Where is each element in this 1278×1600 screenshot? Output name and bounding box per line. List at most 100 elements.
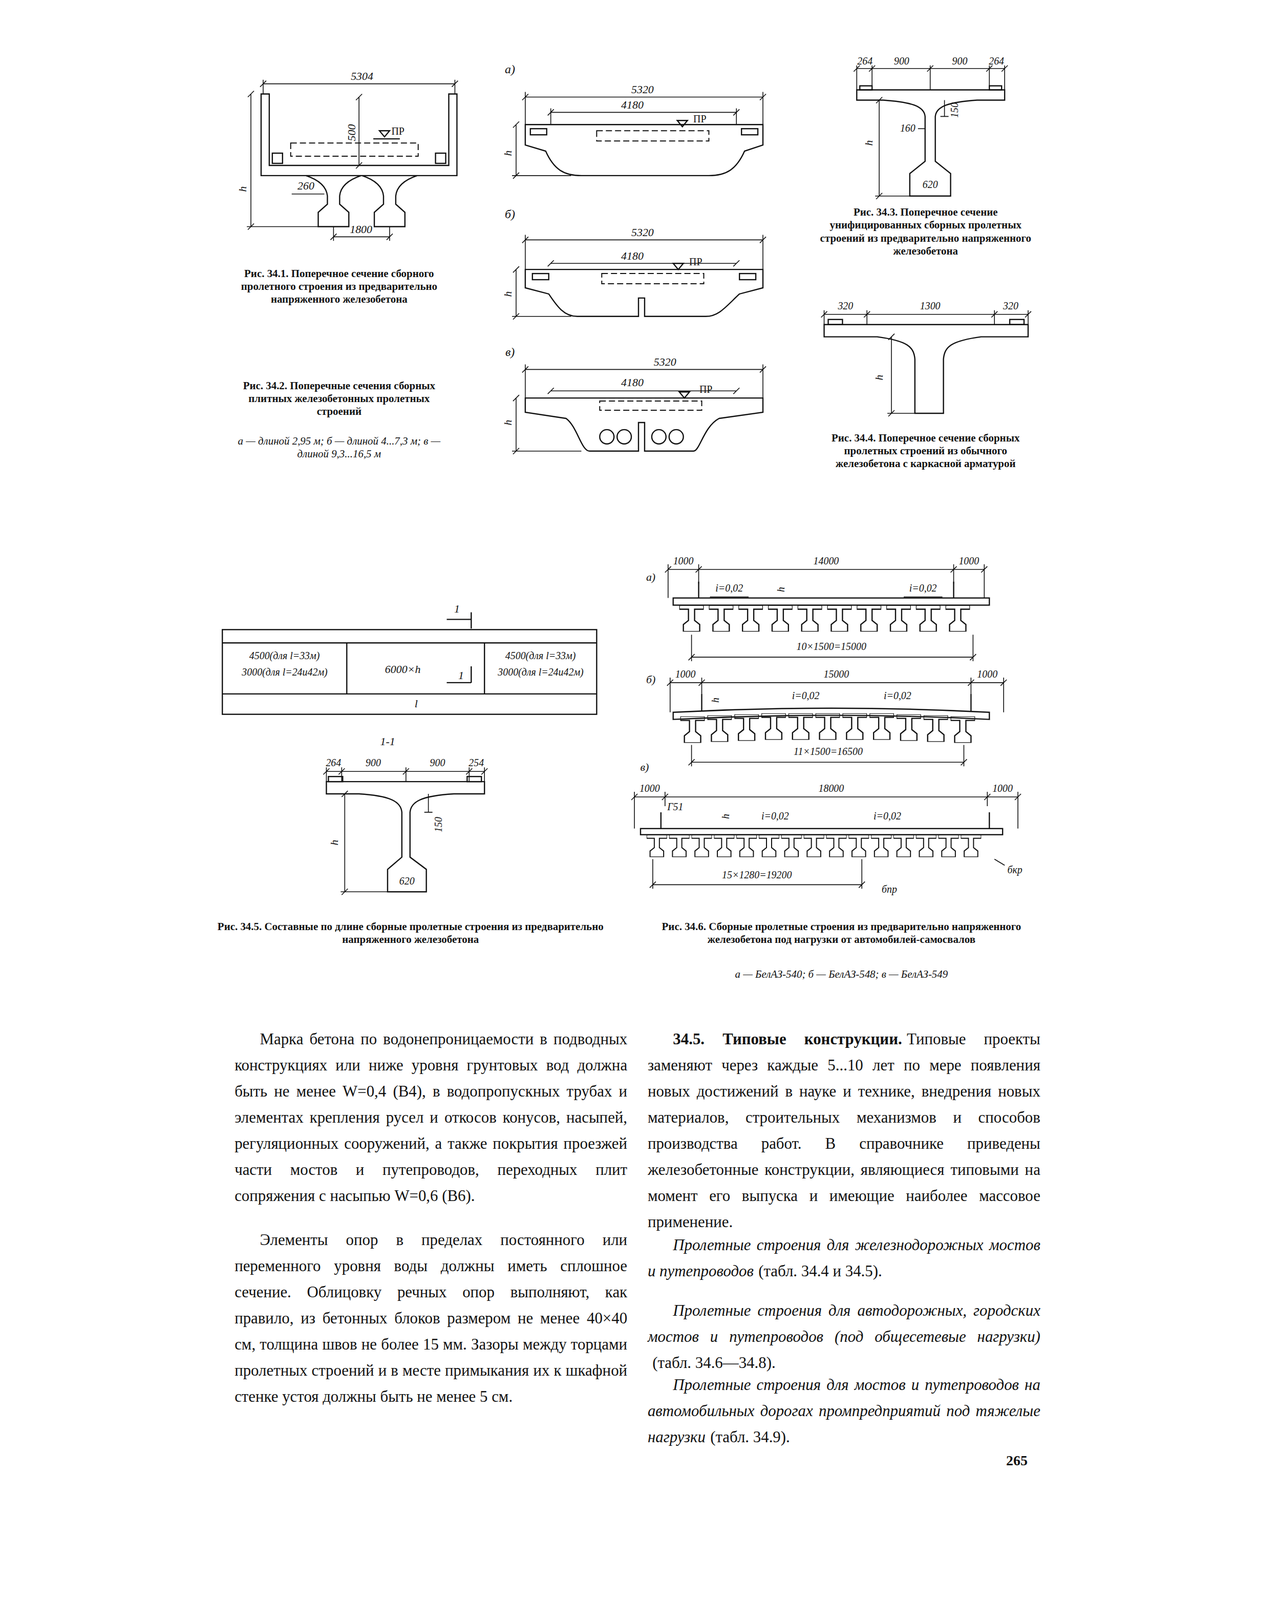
multi-girder-section-drawing-part (768, 605, 793, 632)
figure-caption: а — длиной 2,95 м; б — длиной 4...7,3 м;… (234, 434, 444, 461)
t-beam-section-drawing-part (326, 781, 485, 892)
multi-girder-section-drawing-part (701, 693, 972, 712)
multi-girder-section-drawing-part (679, 605, 705, 632)
dimension-label: 1000 (976, 668, 998, 680)
multi-girder-section-drawing-part (916, 605, 941, 632)
dimension-label: 1000 (673, 555, 694, 567)
dimension-label: 900 (951, 55, 968, 68)
dimension-label: 6000×h (385, 663, 421, 676)
multi-girder-section-drawing-part (713, 834, 735, 857)
slab-section-drawing-part (525, 124, 763, 176)
multi-girder-section-drawing-part (994, 859, 1005, 866)
caption-text: Рис. 34.1. Поперечное сечение сборного п… (241, 267, 438, 306)
multi-girder-section-drawing-part (842, 713, 867, 740)
figure-caption: Рис. 34.1. Поперечное сечение сборного п… (234, 267, 444, 306)
multi-girder-section-drawing-part (734, 714, 759, 741)
dimension-label-vertical: h (862, 139, 876, 146)
slab-section-drawing-part (651, 429, 667, 444)
slab-section-drawing-part (596, 130, 709, 141)
dimension-label: 1000 (958, 555, 979, 567)
multi-girder-section-drawing-part (960, 834, 982, 857)
paragraph-text: (табл. 34.4 и 34.5). (758, 1261, 883, 1280)
t-beam-section-drawing-part (424, 793, 433, 813)
dimension-label: 620 (922, 179, 939, 191)
t-beam-section-drawing-part (828, 319, 843, 325)
slab-section-drawing-part (522, 364, 766, 398)
slab-section-drawing-part (741, 128, 758, 135)
dimension-label-vertical: h (501, 290, 515, 297)
dimension-label: i=0,02 (792, 690, 820, 702)
dimension-label: l (414, 697, 418, 710)
dimension-label-vertical: h (710, 696, 722, 702)
paragraph-text: Элементы опор в пределах постоянного или… (234, 1230, 628, 1405)
paragraph-text: Типовые проекты заменяют через каждые 5.… (647, 1029, 1041, 1231)
t-beam-section-drawing (853, 65, 1008, 200)
paragraph-text: 34.5. Типовые конструкции. (672, 1029, 902, 1048)
t-beam-section-drawing-part (824, 324, 1029, 414)
dimension-label-vertical: h (775, 586, 787, 592)
t-beam-section-drawing-part (989, 86, 1002, 91)
slab-section-drawing-part (547, 108, 740, 125)
caption-text: а — БелАЗ-540; б — БелАЗ-548; в — БелАЗ-… (735, 967, 949, 981)
dimension-label-vertical: 150 (948, 102, 961, 118)
dimension-label: 260 (297, 179, 315, 193)
dimension-label: 18000 (818, 782, 844, 795)
multi-girder-section-drawing-part (896, 714, 922, 741)
multi-girder-section-drawing-part (797, 605, 823, 632)
dimension-label-vertical: h (501, 150, 515, 156)
paragraph-text: (табл. 34.6—34.8). (652, 1353, 776, 1372)
dimension-label: 1 (458, 669, 464, 682)
slab-section-drawing-part (522, 92, 766, 125)
elevation-drawing (222, 611, 597, 714)
multi-girder-section-drawing-part (945, 605, 971, 632)
t-beam-section-drawing-part (918, 128, 926, 130)
dimension-label: бкр (1007, 864, 1023, 876)
slab-section-drawing-part (677, 120, 688, 127)
figure-caption: Рис. 34.6. Сборные пролетные строения из… (637, 920, 1046, 946)
multi-girder-section-drawing-part (893, 834, 914, 857)
elevation-drawing-part (446, 666, 472, 683)
trough-section-drawing-part (261, 94, 457, 176)
figure-caption: Рис. 34.5. Составные по длине сборные пр… (203, 920, 617, 946)
dimension-label: 4180 (621, 98, 644, 112)
multi-girder-section-drawing-part (761, 713, 786, 740)
elevation-drawing-part (222, 642, 597, 694)
multi-girder-section-drawing-part (640, 828, 1003, 835)
dimension-label: Г51 (667, 801, 684, 813)
caption-text: Рис. 34.2. Поперечные сечения сборных пл… (243, 379, 436, 418)
dimension-label: i=0,02 (873, 810, 902, 822)
slab-section-drawing-part (525, 397, 763, 452)
slab-section-drawing-part (530, 128, 547, 135)
dimension-label: i=0,02 (761, 810, 790, 822)
dimension-label-vertical: h (872, 374, 886, 381)
dimension-label: 4500(для l=33м) (505, 650, 577, 662)
multi-girder-section-drawing (667, 677, 1007, 766)
multi-girder-section-drawing-part (673, 598, 990, 606)
multi-girder-section-drawing-part (788, 713, 814, 740)
multi-girder-section-drawing (631, 791, 1021, 889)
dimension-label: 14000 (813, 555, 840, 567)
multi-girder-section-drawing-part (758, 834, 780, 857)
dimension-label: 1300 (920, 300, 941, 312)
multi-girder-section-drawing-part (709, 596, 943, 598)
t-beam-section-drawing-part (323, 767, 488, 782)
body-paragraph: Пролетные строения для автодорожных, гор… (647, 1297, 1041, 1376)
multi-girder-section-drawing-part (923, 715, 949, 742)
slab-section-drawing (512, 234, 766, 319)
dimension-label-vertical: h (236, 185, 249, 192)
multi-girder-section-drawing-part (680, 716, 706, 743)
figure-caption: Рис. 34.4. Поперечное сечение сборных пр… (816, 431, 1036, 471)
slab-section-drawing-part (616, 429, 632, 444)
dimension-label: 1000 (639, 782, 660, 795)
trough-section-drawing (246, 79, 458, 242)
trough-section-drawing-part (435, 153, 446, 164)
dimension-label: 4180 (621, 376, 644, 389)
multi-girder-section-drawing-part (738, 605, 763, 632)
multi-girder-section-drawing-part (661, 812, 990, 829)
dimension-label: 1800 (349, 223, 373, 236)
slab-section-drawing-part (599, 429, 614, 444)
dimension-label: ПР (689, 256, 702, 268)
slab-section-drawing-part (601, 273, 704, 284)
